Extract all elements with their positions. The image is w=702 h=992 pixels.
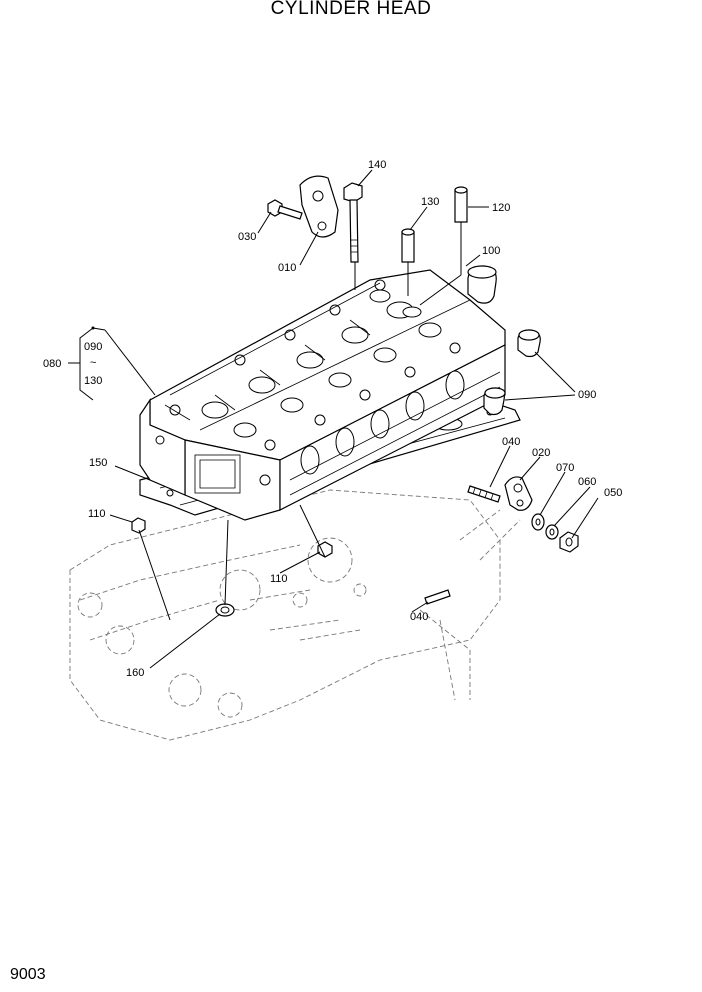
bolt-030: [267, 199, 303, 220]
callout-130: 130: [421, 196, 439, 208]
callout-010: 010: [278, 262, 296, 274]
nut-050: [559, 531, 579, 553]
callout-110-center: 110: [270, 573, 288, 585]
cap-090-upper: [517, 329, 541, 358]
callout-labels: 140 130 120 030 010 100 080 090 ~ 130 09…: [43, 159, 622, 679]
callout-120: 120: [492, 202, 510, 214]
callout-080: 080: [43, 358, 61, 370]
washer-070: [531, 513, 545, 531]
side-ports: [289, 370, 501, 496]
sleeve-120: [454, 186, 468, 223]
plug-160: [215, 603, 235, 617]
leader-lines: [68, 169, 599, 669]
engine-block-ghost: [69, 489, 521, 741]
nut-110-center: [317, 541, 333, 558]
stud-040-lower: [424, 589, 451, 605]
callout-090: 090: [578, 389, 596, 401]
callout-020: 020: [532, 447, 550, 459]
callout-070: 070: [556, 462, 574, 474]
cap-090-lower: [483, 387, 506, 416]
callout-080-range-sep: ~: [90, 357, 96, 369]
cylinder-head: [139, 269, 506, 521]
cap-100: [467, 265, 497, 304]
callout-110-left: 110: [88, 508, 106, 520]
page-title: CYLINDER HEAD: [270, 0, 432, 19]
stud-040-upper: [467, 485, 501, 503]
nut-110-left: [131, 517, 146, 534]
washer-060: [545, 524, 559, 540]
callout-140: 140: [368, 159, 386, 171]
bolt-140: [343, 182, 363, 263]
callout-080-range-from: 090: [84, 341, 102, 353]
callout-030: 030: [238, 231, 256, 243]
callout-040-lower: 040: [410, 611, 428, 623]
callout-160: 160: [126, 667, 144, 679]
engine-hanger-010: [299, 175, 339, 238]
valve-seats: [169, 279, 461, 451]
callout-080-range-to: 130: [84, 375, 102, 387]
callout-050: 050: [604, 487, 622, 499]
callout-060: 060: [578, 476, 596, 488]
callout-150: 150: [89, 457, 107, 469]
callout-040-upper: 040: [502, 436, 520, 448]
page-number: 9003: [10, 966, 46, 983]
callout-100: 100: [482, 245, 500, 257]
engine-hanger-020: [504, 476, 533, 511]
sleeve-130: [401, 228, 415, 263]
